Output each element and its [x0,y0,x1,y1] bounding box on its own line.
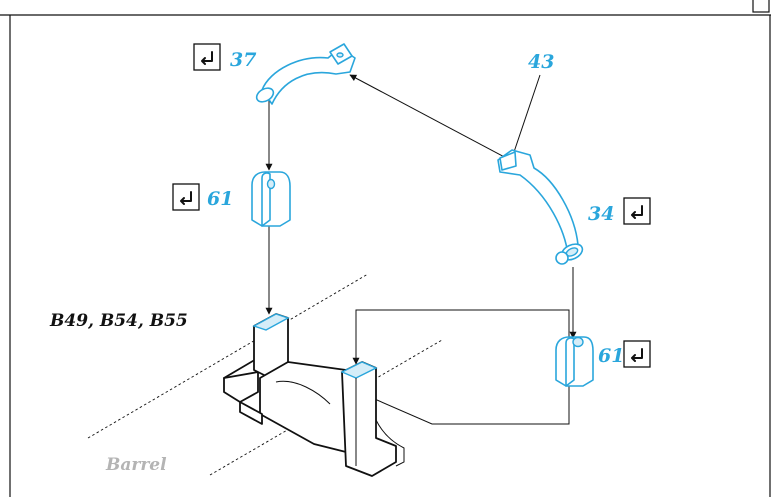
part-label-34: 34 [588,203,614,225]
base-part-label: B49, B54, B55 [49,311,188,331]
part-34-arm [497,149,584,265]
assembly-lines [265,74,577,425]
part-label-61-left: 61 [207,188,233,210]
part-37-bracket [255,43,356,105]
glue-icon-37 [193,43,221,71]
page-frame [0,14,771,497]
page-corner-icon [752,0,770,13]
barrel-label: Barrel [105,455,167,475]
glue-icon-61-left [172,183,200,211]
glue-icon-61-right [623,340,651,368]
part-label-37: 37 [230,49,256,71]
glue-icon-34 [623,197,651,225]
barrel-axis-lines [87,273,443,476]
part-61-left-clevis [251,171,291,227]
part-61-right-clevis [555,336,594,387]
part-label-43: 43 [528,51,554,73]
part-label-61-right: 61 [598,345,624,367]
base-block [223,313,405,477]
